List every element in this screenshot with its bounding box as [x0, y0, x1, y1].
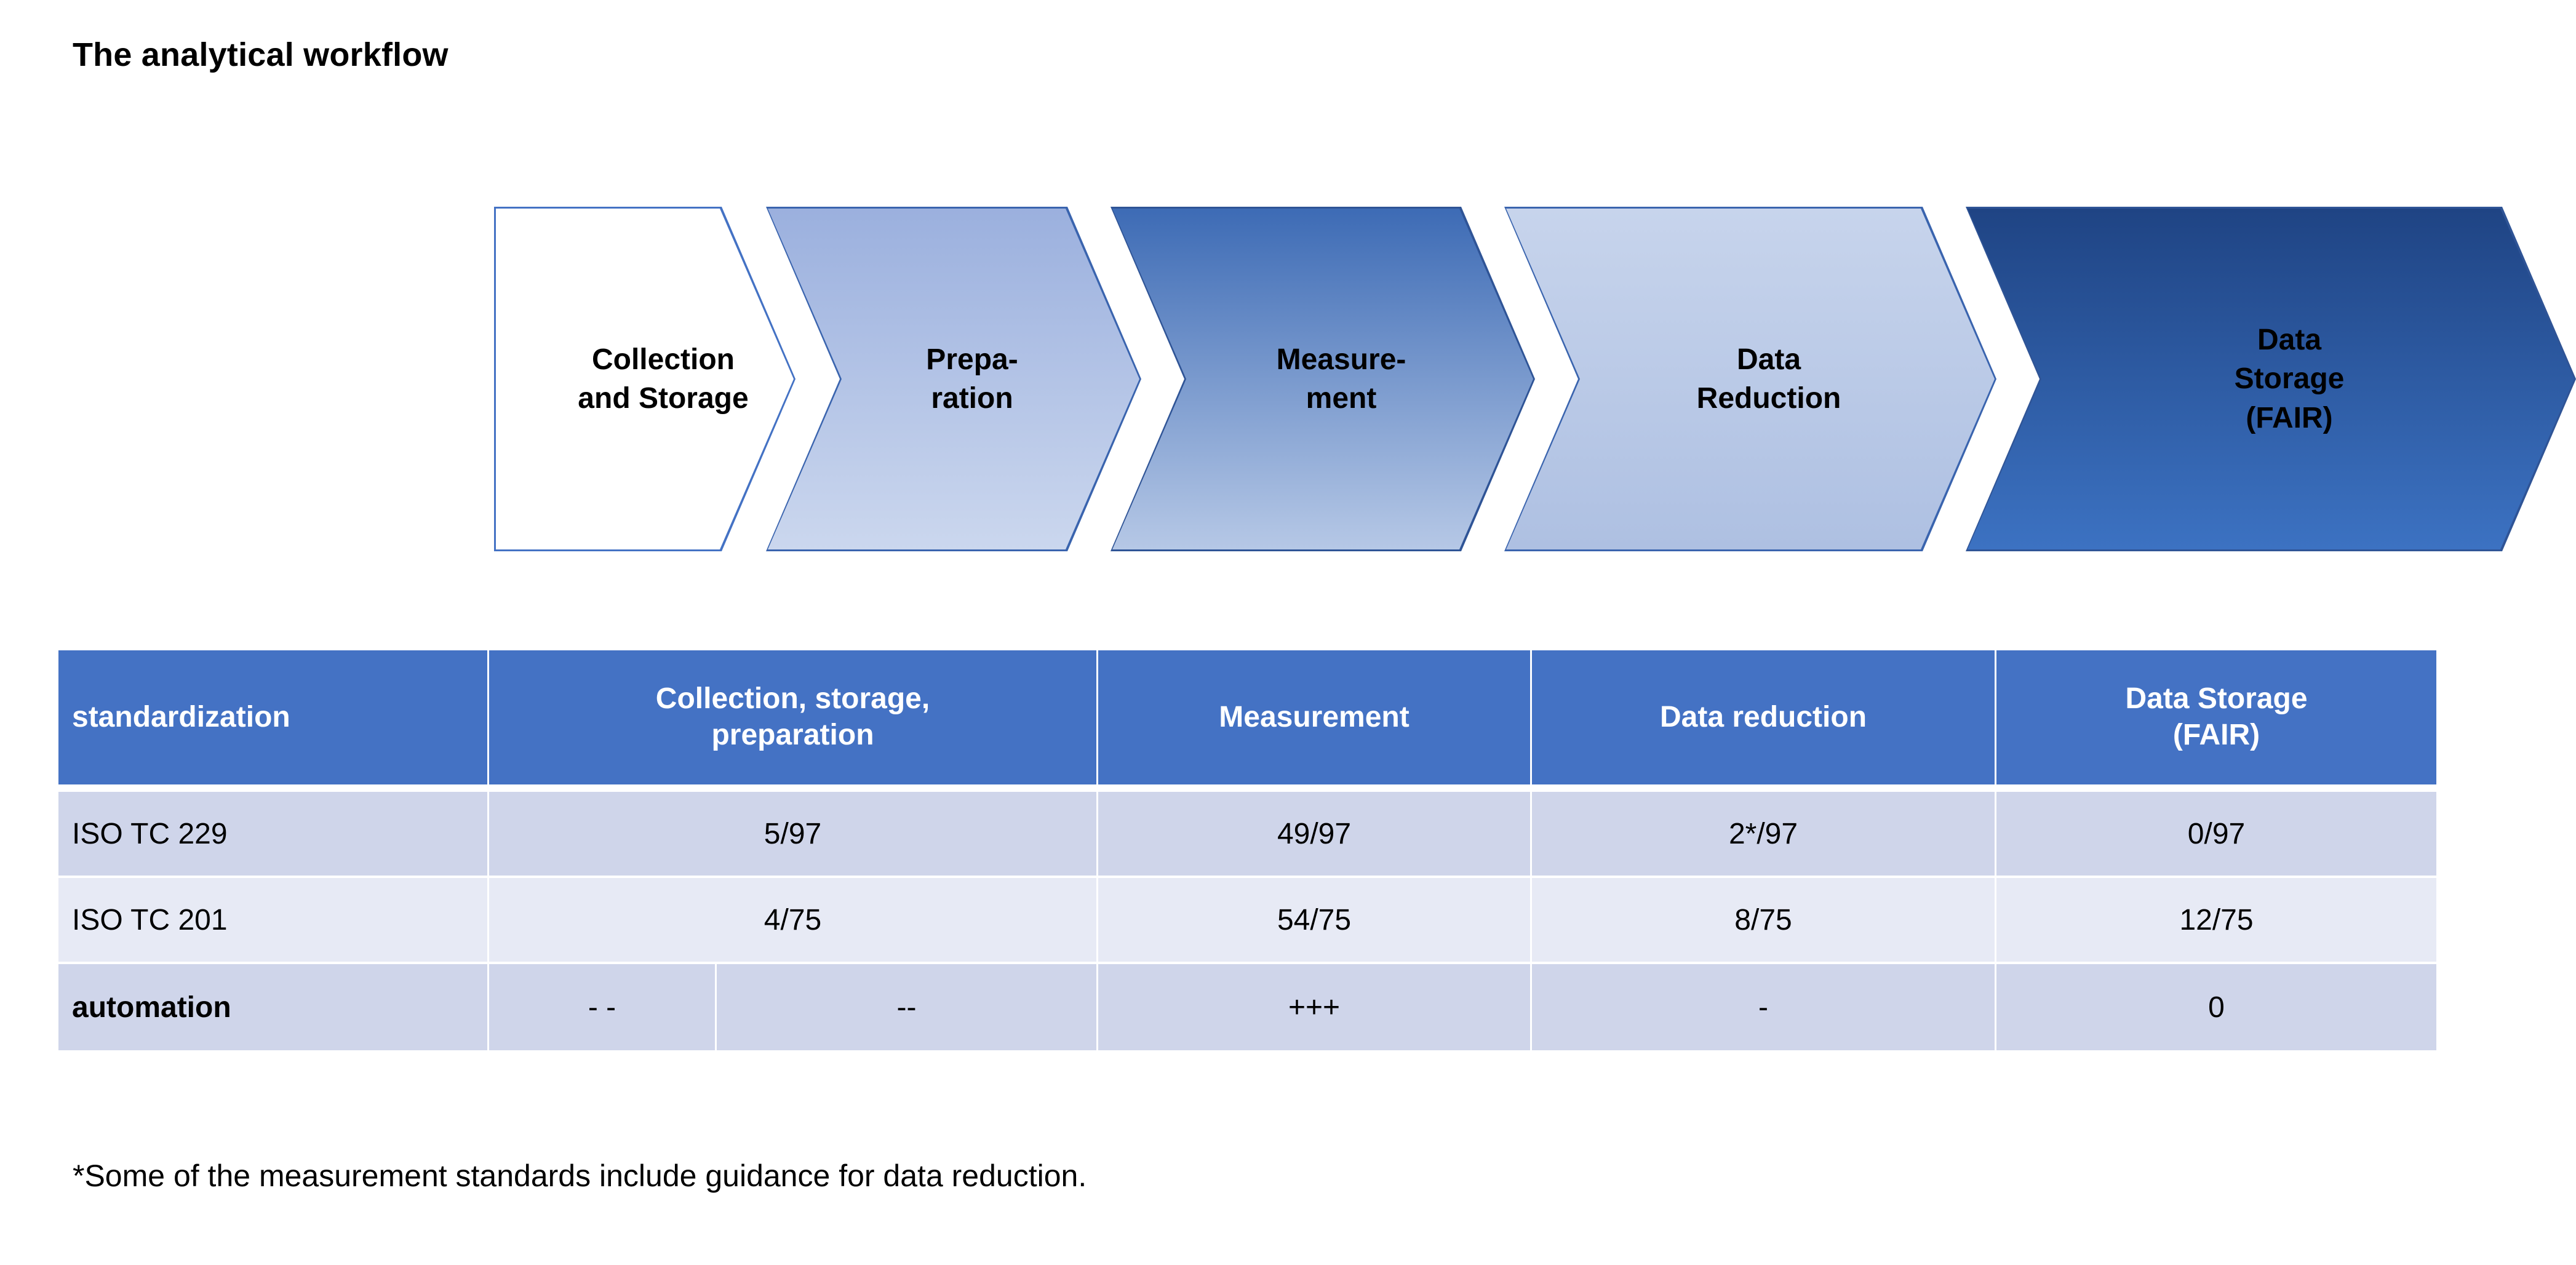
workflow-step-measurement: Measure- ment: [1111, 207, 1535, 551]
workflow-step-preparation: Prepa- ration: [766, 207, 1141, 551]
chevron-fill: [1506, 209, 1995, 549]
workflow-diagram: Collection and Storage Prepa- ration Mea…: [492, 207, 2576, 348]
cell-measurement: 54/75: [1098, 878, 1532, 964]
column-header-measurement: Measurement: [1098, 650, 1532, 792]
table-body: ISO TC 229 5/97 49/97 2*/97 0/97 ISO TC …: [58, 792, 2436, 1050]
cell-measurement: 49/97: [1098, 792, 1532, 878]
cell-preparation: --: [717, 964, 1098, 1050]
column-header-standardization: standardization: [58, 650, 489, 792]
column-header-data-storage-fair: Data Storage (FAIR): [1996, 650, 2436, 792]
workflow-step-label: Data Storage (FAIR): [2234, 323, 2345, 434]
table-row: ISO TC 201 4/75 54/75 8/75 12/75: [58, 878, 2436, 964]
table-row: ISO TC 229 5/97 49/97 2*/97 0/97: [58, 792, 2436, 878]
standardization-table: standardization Collection, storage, pre…: [58, 650, 2436, 1050]
column-header-collection-storage-preparation: Collection, storage, preparation: [489, 650, 1098, 792]
workflow-step-data-storage-fair: Data Storage (FAIR): [1966, 207, 2576, 551]
workflow-step-collection-and-storage: Collection and Storage: [494, 207, 796, 551]
cell-data-reduction: 8/75: [1532, 878, 1996, 964]
cell-measurement: +++: [1098, 964, 1532, 1050]
workflow-step-label: Collection and Storage: [578, 343, 749, 415]
chevron-fill: [1968, 209, 2574, 549]
cell-data-reduction: -: [1532, 964, 1996, 1050]
row-label-iso-tc-201: ISO TC 201: [58, 878, 489, 964]
row-label-automation: automation: [58, 964, 489, 1050]
row-label-iso-tc-229: ISO TC 229: [58, 792, 489, 878]
page-title: The analytical workflow: [73, 36, 449, 73]
table-header: standardization Collection, storage, pre…: [58, 650, 2436, 792]
chevron-fill: [496, 209, 794, 549]
cell-data-reduction: 2*/97: [1532, 792, 1996, 878]
cell-collection-storage: - -: [489, 964, 717, 1050]
cell-data-storage: 12/75: [1996, 878, 2436, 964]
workflow-step-data-reduction: Data Reduction: [1504, 207, 1996, 551]
cell-data-storage: 0/97: [1996, 792, 2436, 878]
table-header-row: standardization Collection, storage, pre…: [58, 650, 2436, 792]
footnote-text: *Some of the measurement standards inclu…: [73, 1159, 1087, 1193]
cell-data-storage: 0: [1996, 964, 2436, 1050]
workflow-step-label: Prepa- ration: [926, 343, 1018, 415]
cell-collection-storage-preparation: 5/97: [489, 792, 1098, 878]
workflow-step-label: Data Reduction: [1696, 343, 1841, 415]
table-row: automation - - -- +++ - 0: [58, 964, 2436, 1050]
workflow-step-label: Measure- ment: [1276, 343, 1406, 415]
column-header-data-reduction: Data reduction: [1532, 650, 1996, 792]
cell-collection-storage-preparation: 4/75: [489, 878, 1098, 964]
